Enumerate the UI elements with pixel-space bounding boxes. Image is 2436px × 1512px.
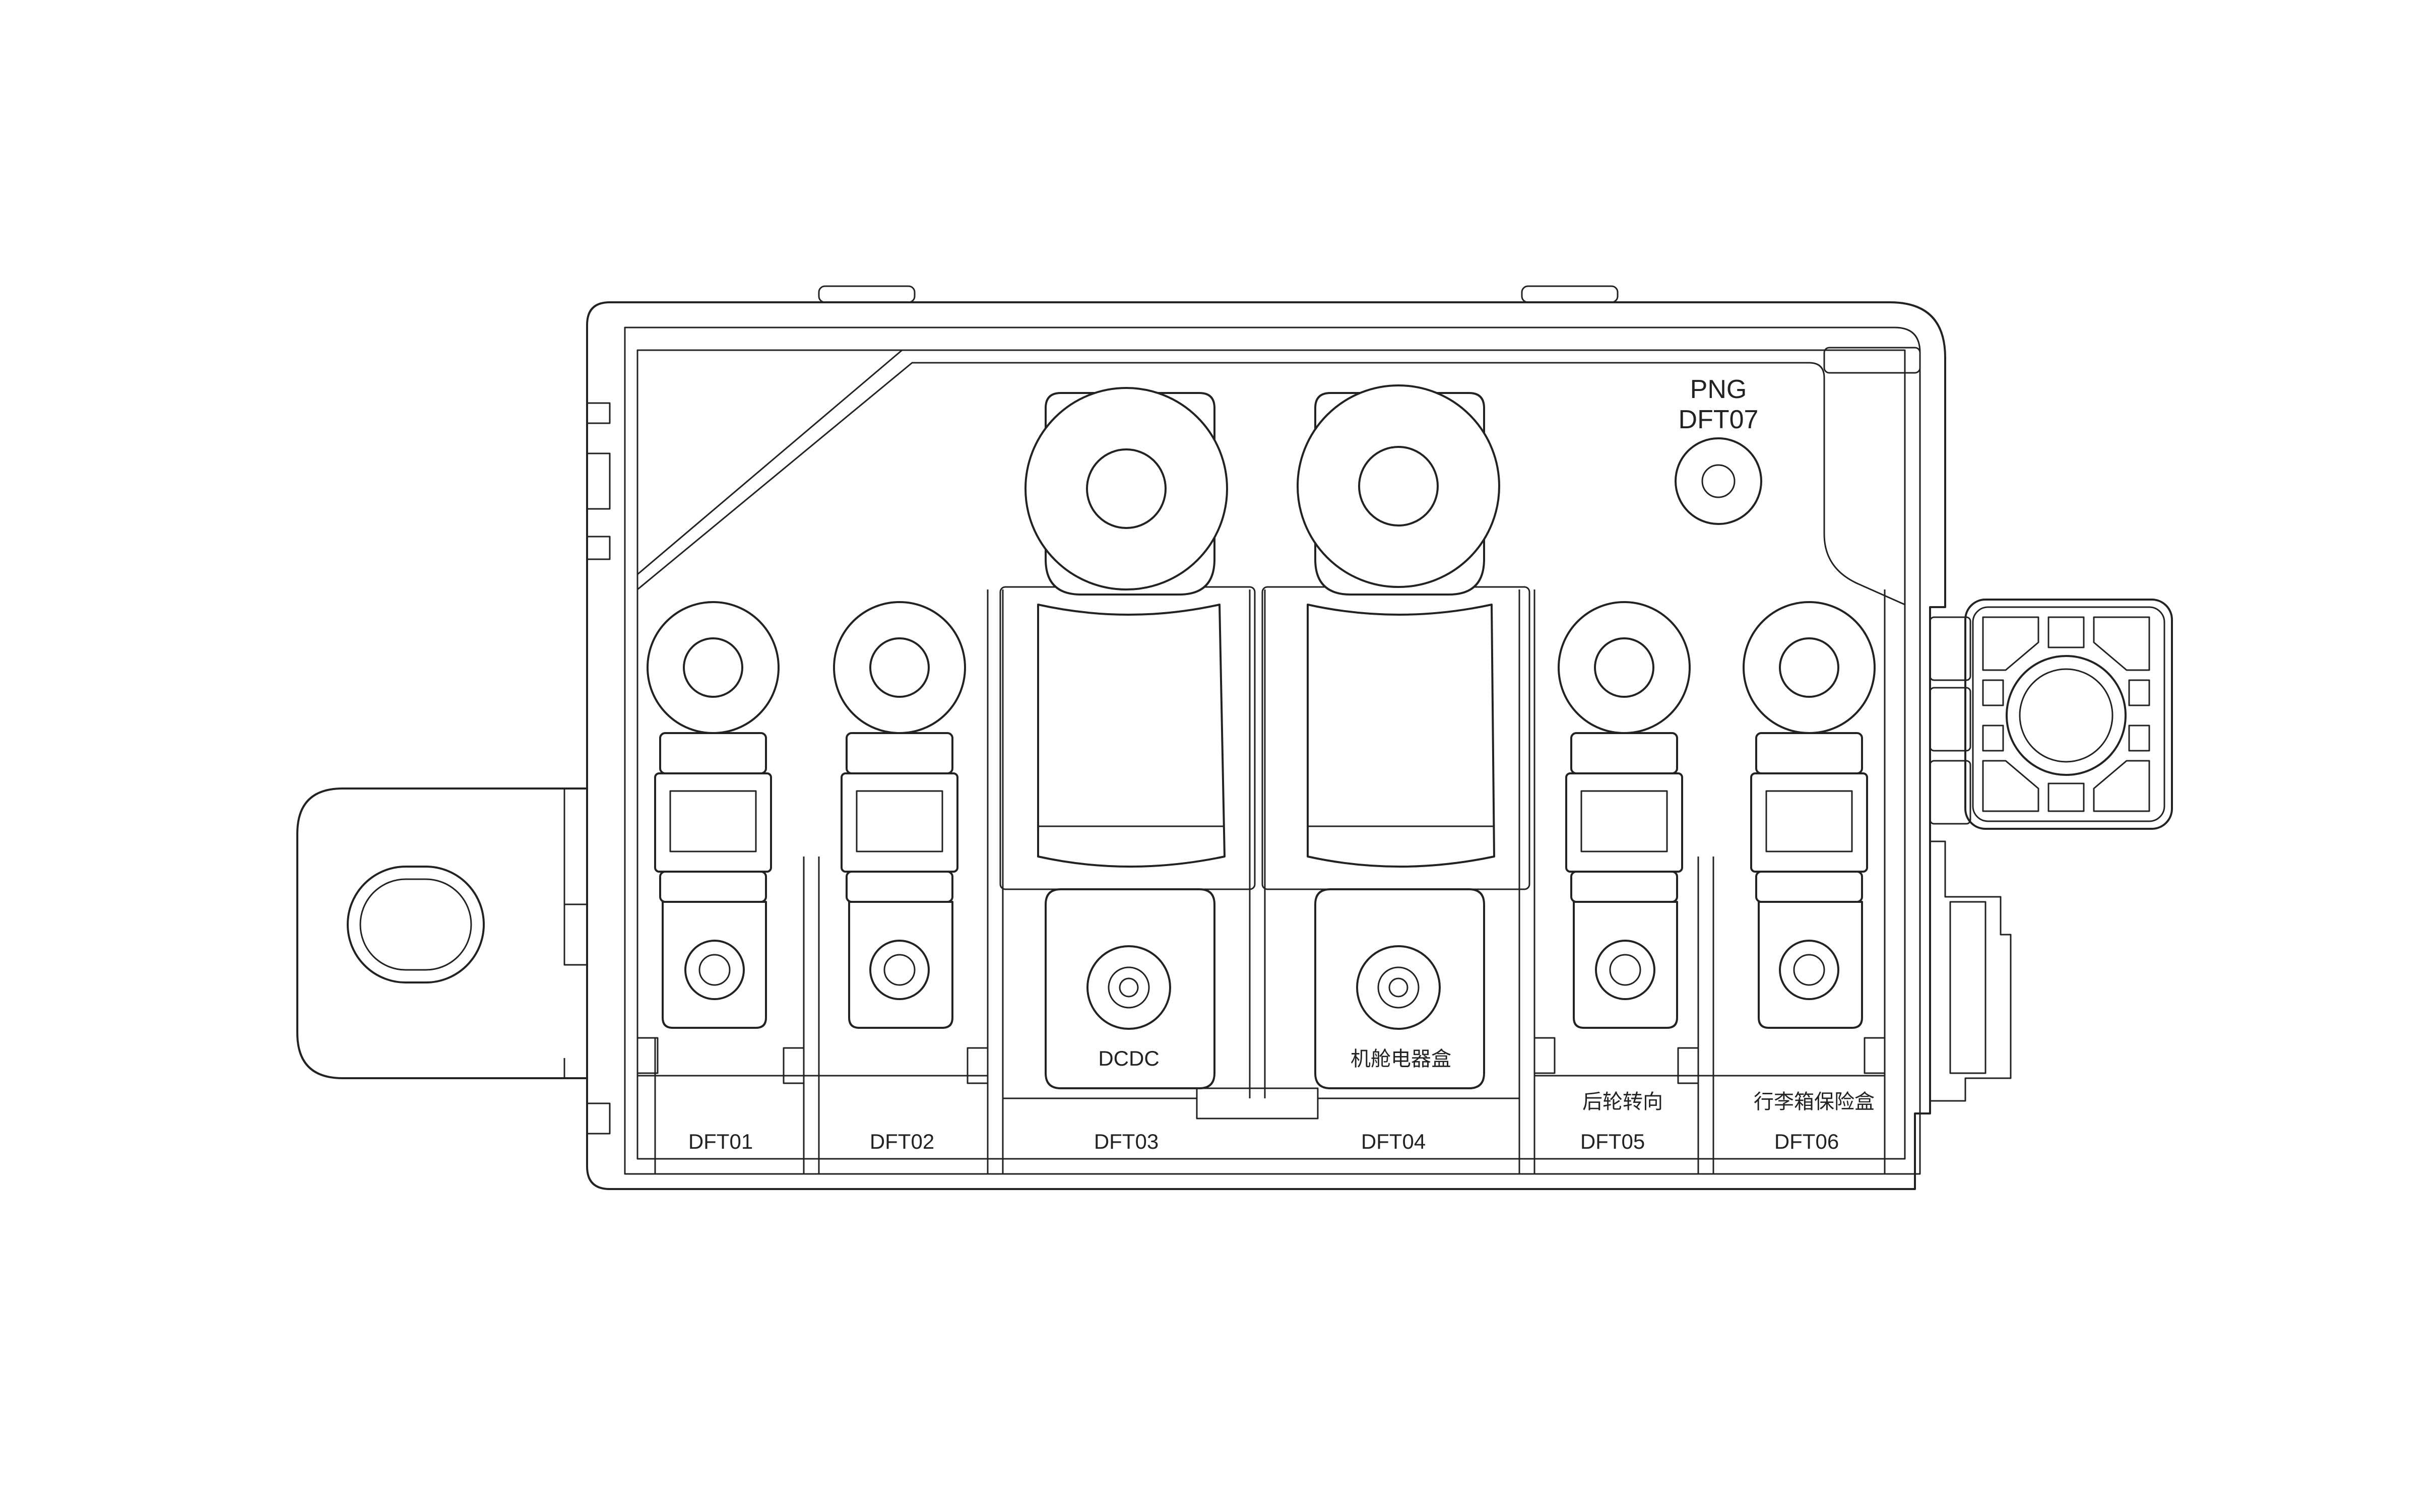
right-mount-bracket: [1964, 599, 2173, 830]
dft07-label: DFT07: [1679, 405, 1759, 434]
png-label: PNG: [1690, 375, 1747, 404]
housing: [296, 285, 2012, 1190]
fuse-dft06: [1743, 601, 1876, 1029]
fuse-dft02: [833, 601, 966, 1029]
fuse-label-dft02: DFT02: [870, 1130, 934, 1153]
fuse-label-dft06: DFT06: [1774, 1130, 1839, 1153]
cabin-box-label: 机舱电器盒: [1351, 1048, 1451, 1070]
fuse-label-dft05: DFT05: [1580, 1130, 1645, 1153]
fuse-label-dft04: DFT04: [1361, 1130, 1426, 1153]
fuse-label-dft01: DFT01: [688, 1130, 753, 1153]
png-stud: [1675, 437, 1762, 525]
trunk-fuse-box-label: 行李箱保险盒: [1754, 1091, 1875, 1113]
fuse-dft03: [1024, 387, 1228, 1089]
slot-dividers: [636, 586, 1886, 1174]
fuse-dft05: [1558, 601, 1691, 1029]
fuse-dft04: [1297, 384, 1500, 1089]
fuse-dft01: [647, 601, 780, 1029]
dcdc-label: DCDC: [1098, 1046, 1159, 1070]
rear-wheel-steer-label: 后轮转向: [1582, 1091, 1663, 1113]
fuse-label-dft03: DFT03: [1094, 1130, 1159, 1153]
